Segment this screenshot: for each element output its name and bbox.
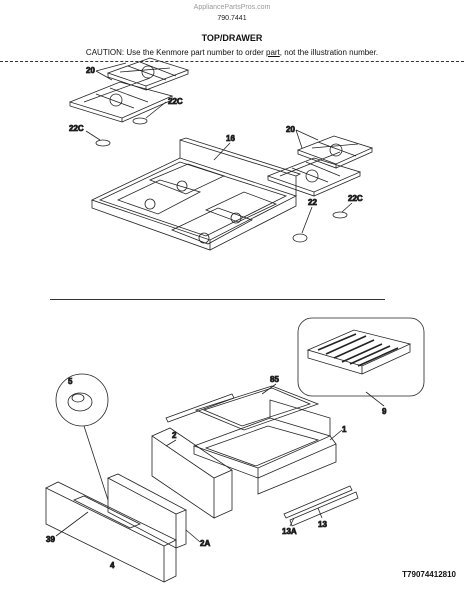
callout-2: 2 xyxy=(172,431,177,440)
caution-text: CAUTION: Use the Kenmore part number to … xyxy=(85,48,266,57)
caution-part-link[interactable]: part xyxy=(266,48,280,57)
drawer-body[interactable] xyxy=(192,399,337,495)
site-watermark: AppliancePartsPros.com xyxy=(193,4,271,11)
callout-16: 16 xyxy=(226,134,235,143)
callout-13: 13 xyxy=(318,520,327,529)
rail-13a[interactable] xyxy=(283,485,353,519)
drawer-front-panel[interactable] xyxy=(107,473,187,549)
callout-13a: 13A xyxy=(282,527,297,536)
drawer-front[interactable] xyxy=(45,481,177,583)
callout-85: 85 xyxy=(270,375,279,384)
callout-20-right: 20 xyxy=(286,125,295,134)
handle-39 xyxy=(73,495,141,529)
callout-5: 5 xyxy=(68,377,73,386)
cooktop-main-top[interactable] xyxy=(90,137,302,251)
callout-22c-a: 22C xyxy=(168,97,183,106)
callout-9: 9 xyxy=(382,407,387,416)
section-divider xyxy=(50,299,385,300)
header-divider xyxy=(0,61,464,62)
knob-detail-inset[interactable] xyxy=(55,373,109,501)
page-title: TOP/DRAWER xyxy=(201,33,263,43)
broiler-pan-inset[interactable] xyxy=(297,317,425,397)
model-number: 790.7441 xyxy=(217,15,247,22)
foot-22c-c-icon[interactable] xyxy=(332,211,348,219)
callout-39: 39 xyxy=(46,535,55,544)
diagram-reference-number: T79074412810 xyxy=(402,570,456,579)
foot-22c-a-icon[interactable] xyxy=(132,117,148,125)
callout-4: 4 xyxy=(110,561,115,570)
caution-text-end: , not the illustration number. xyxy=(279,48,379,57)
caution-note: CAUTION: Use the Kenmore part number to … xyxy=(0,48,464,57)
left-burner-grates[interactable] xyxy=(68,57,190,123)
callout-22c-c: 22C xyxy=(348,194,363,203)
foot-22c-b-icon[interactable] xyxy=(95,139,111,147)
callout-1: 1 xyxy=(342,425,347,434)
drawer-tray[interactable] xyxy=(194,385,320,431)
upper-rail-left[interactable] xyxy=(165,393,235,423)
callout-20-left: 20 xyxy=(86,66,95,75)
callout-22: 22 xyxy=(308,198,317,207)
right-burner-grates[interactable] xyxy=(266,135,374,197)
drawer-back-panel[interactable] xyxy=(151,427,233,519)
foot-22-icon[interactable] xyxy=(292,233,308,243)
callout-22c-b: 22C xyxy=(69,124,84,133)
callout-2a: 2A xyxy=(200,539,210,548)
